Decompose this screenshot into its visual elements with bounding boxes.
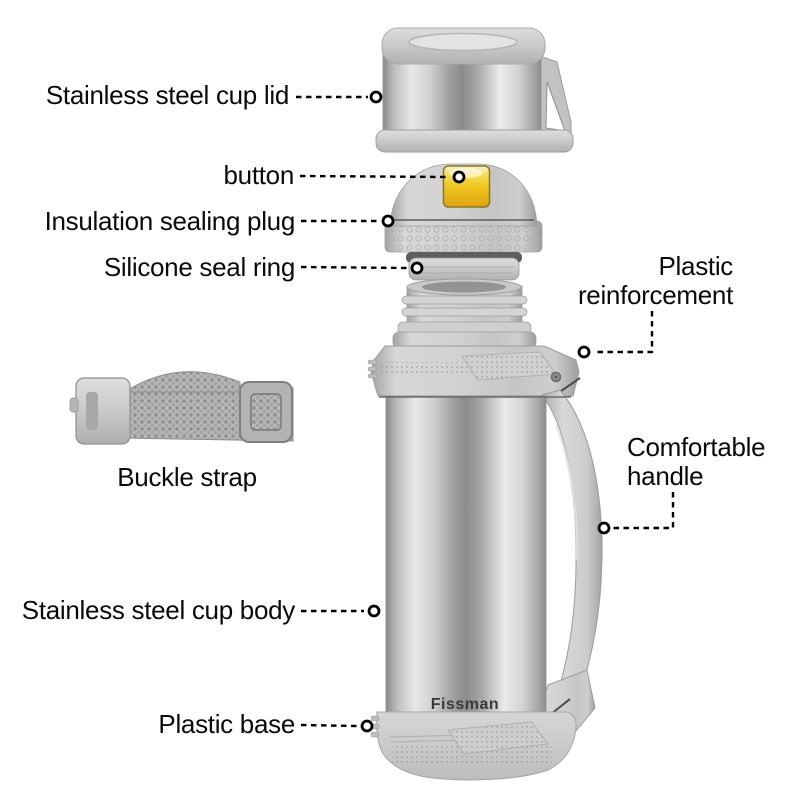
- neck-thread-ridge: [401, 307, 528, 317]
- handle-top-screw-center: [554, 375, 558, 379]
- sealing-plug-graphic: [384, 163, 543, 281]
- base-graphic: [370, 711, 577, 781]
- callout-dot-button: [452, 170, 466, 184]
- callout-dot-handle: [597, 521, 611, 535]
- neck-thread-ridge: [401, 295, 528, 305]
- handle-highlight: [554, 424, 579, 561]
- leader-reinforcement: [593, 311, 654, 354]
- leader-handle: [613, 492, 675, 530]
- buckle-body-groove: [86, 392, 98, 430]
- cup-lid-bottom-rim: [375, 129, 574, 153]
- callout-dot-cup-body: [367, 604, 381, 618]
- label-buckle-strap: Buckle strap: [117, 462, 257, 492]
- base-texture-band: [392, 746, 552, 764]
- neck-mouth-opening: [422, 281, 506, 293]
- label-cup-lid: Stainless steel cup lid: [45, 80, 289, 110]
- strap-keeper-window: [250, 393, 282, 431]
- shoulder-accent-texture: [462, 352, 556, 380]
- callout-dot-reinforcement: [577, 345, 591, 359]
- cup-lid-graphic: [375, 27, 574, 153]
- shoulder-side-ribs: [367, 359, 378, 379]
- leader-lines: [296, 95, 675, 728]
- callout-dot-cup-lid: [369, 90, 383, 104]
- callout-dot-seal-ring: [410, 261, 424, 275]
- cup-body-graphic: Fissman: [379, 395, 571, 717]
- brand-logo: Fissman: [431, 696, 499, 713]
- plug-grip-texture: [385, 221, 542, 252]
- leader-button: [299, 174, 450, 179]
- label-reinforcement: Plastic reinforcement: [577, 251, 733, 310]
- label-base: Plastic base: [158, 709, 295, 739]
- callout-dot-base: [360, 719, 374, 733]
- plug-thread-lines: [414, 266, 514, 274]
- plug-screw-thread: [408, 257, 520, 281]
- label-handle: Comfortable handle: [627, 432, 766, 491]
- base-accent-texture: [448, 722, 548, 754]
- buckle-prong: [69, 397, 79, 413]
- buckle-strap-graphic: [69, 371, 294, 445]
- leader-seal-ring: [300, 265, 408, 270]
- strap-fold: [127, 371, 241, 393]
- label-cup-body: Stainless steel cup body: [21, 595, 296, 625]
- callout-dots: [360, 90, 611, 733]
- label-sealing-plug: Insulation sealing plug: [44, 206, 296, 236]
- bottle-neck-graphic: [367, 278, 580, 397]
- label-button: button: [223, 160, 295, 190]
- callout-dot-sealing-plug: [381, 214, 395, 228]
- cup-lid-top-recess: [408, 32, 518, 52]
- handle-grip-band: [541, 389, 603, 716]
- buckle-body: [75, 377, 131, 445]
- leader-base: [300, 723, 358, 728]
- cup-lid-steel-wall: [382, 49, 542, 141]
- body-steel-wall: [385, 395, 547, 717]
- label-seal-ring: Silicone seal ring: [103, 252, 295, 282]
